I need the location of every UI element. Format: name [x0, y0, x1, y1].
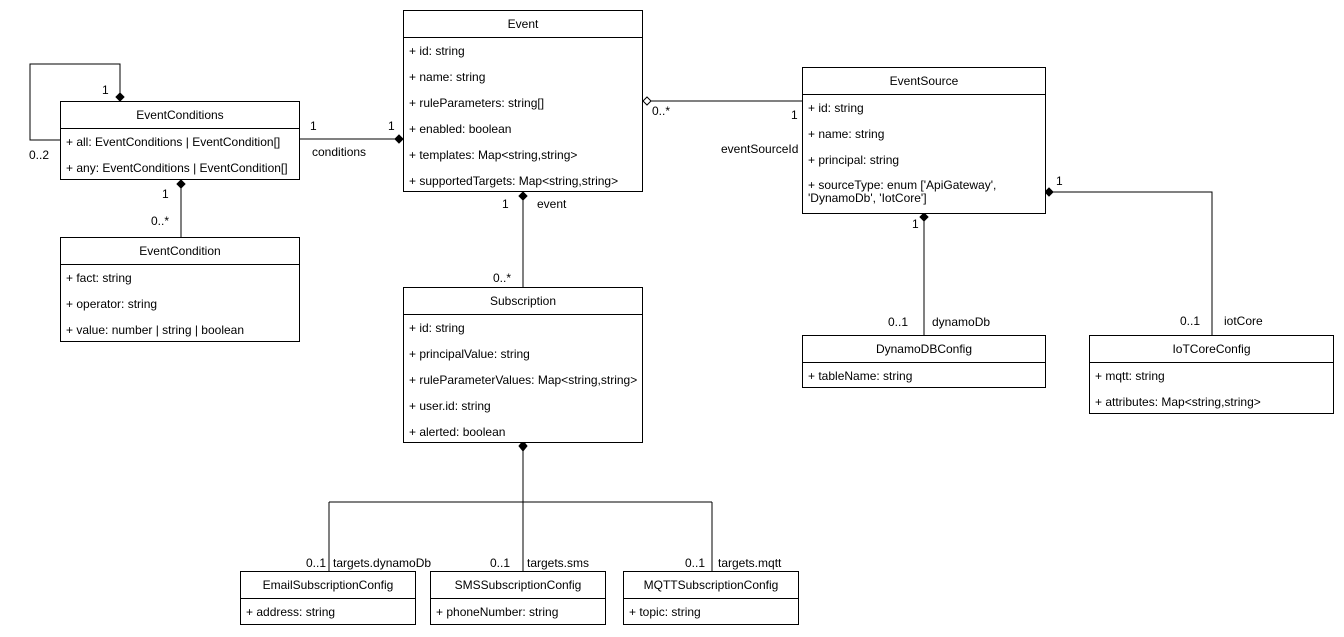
self-reference-mult-left: 0..2 — [29, 148, 50, 162]
conditions-mult-target: 1 — [388, 119, 395, 133]
attribute: + address: string — [246, 605, 336, 619]
attribute: + phoneNumber: string — [436, 605, 559, 619]
diamond-dynamo — [919, 212, 929, 222]
targets-mqtt-role: targets.mqtt — [718, 556, 782, 570]
class-event-conditions[interactable]: EventConditions + all: EventConditions |… — [60, 101, 300, 180]
iotcore-line — [1050, 191, 1213, 335]
event-subscription-role: event — [537, 197, 567, 211]
class-name: IoTCoreConfig — [1090, 336, 1333, 363]
class-name: EventSource — [803, 68, 1045, 95]
class-event-source[interactable]: EventSource + id: string + name: string … — [802, 67, 1046, 214]
diamond-self-reference — [115, 92, 125, 102]
targets-sms-mult: 0..1 — [490, 556, 511, 570]
attribute: + principalValue: string — [409, 347, 530, 361]
class-dynamodb-config[interactable]: DynamoDBConfig + tableName: string — [802, 335, 1046, 388]
attribute-source-type: + sourceType: enum ['ApiGateway', 'Dynam… — [808, 178, 997, 205]
class-name: EventConditions — [61, 102, 299, 129]
attribute: + supportedTargets: Map<string,string> — [409, 174, 619, 188]
class-name: EventCondition — [61, 238, 299, 265]
attribute: + tableName: string — [808, 369, 913, 383]
class-name: EmailSubscriptionConfig — [241, 572, 415, 599]
attribute: + id: string — [409, 321, 465, 335]
diamond-conditions — [394, 134, 404, 144]
self-reference-line — [29, 63, 121, 141]
diamond-condition-items — [176, 179, 186, 189]
attribute: + ruleParameterValues: Map<string,string… — [409, 373, 638, 387]
event-source-mult-event: 0..* — [652, 104, 671, 118]
attribute: + templates: Map<string,string> — [409, 148, 578, 162]
attribute: + ruleParameters: string[] — [409, 96, 545, 110]
class-mqtt-subscription-config[interactable]: MQTTSubscriptionConfig + topic: string — [623, 571, 799, 625]
class-name: DynamoDBConfig — [803, 336, 1045, 363]
targets-mqtt-mult: 0..1 — [685, 556, 706, 570]
attribute: + fact: string — [66, 271, 132, 285]
targets-email-mult: 0..1 — [306, 556, 327, 570]
attribute: + any: EventConditions | EventCondition[… — [66, 161, 288, 175]
iotcore-mult-bottom: 0..1 — [1180, 314, 1201, 328]
class-sms-subscription-config[interactable]: SMSSubscriptionConfig + phoneNumber: str… — [430, 571, 606, 625]
iotcore-mult-top: 1 — [1056, 174, 1063, 188]
conditions-mult-source: 1 — [310, 119, 317, 133]
class-name: MQTTSubscriptionConfig — [624, 572, 798, 599]
targets-sms-role: targets.sms — [527, 556, 590, 570]
class-name: Subscription — [404, 288, 642, 315]
iotcore-role: iotCore — [1224, 314, 1263, 328]
dynamo-mult-top: 1 — [912, 217, 919, 231]
attribute: + all: EventConditions | EventCondition[… — [66, 135, 281, 149]
attribute: + value: number | string | boolean — [66, 323, 245, 337]
attribute: + topic: string — [629, 605, 701, 619]
dynamo-mult-bottom: 0..1 — [888, 315, 909, 329]
event-subscription-mult-top: 1 — [502, 197, 509, 211]
attribute: + id: string — [808, 101, 864, 115]
class-subscription[interactable]: Subscription + id: string + principalVal… — [403, 287, 643, 443]
diamond-event-subscription — [518, 191, 528, 201]
attribute: + operator: string — [66, 297, 158, 311]
condition-items-mult-top: 1 — [162, 187, 169, 201]
class-event-condition[interactable]: EventCondition + fact: string + operator… — [60, 237, 300, 342]
attribute: + name: string — [409, 70, 486, 84]
attribute: + attributes: Map<string,string> — [1095, 395, 1261, 409]
diamond-event-source — [642, 96, 652, 106]
class-email-subscription-config[interactable]: EmailSubscriptionConfig + address: strin… — [240, 571, 416, 625]
attribute: + user.id: string — [409, 399, 491, 413]
attribute: + mqtt: string — [1095, 369, 1165, 383]
class-name: Event — [404, 11, 642, 38]
diamond-targets — [518, 440, 528, 452]
targets-email-role: targets.dynamoDb — [333, 556, 432, 570]
class-iotcore-config[interactable]: IoTCoreConfig + mqtt: string + attribute… — [1089, 335, 1334, 414]
class-event[interactable]: Event + id: string + name: string + rule… — [403, 10, 643, 192]
attribute: + name: string — [808, 127, 885, 141]
diamond-iotcore — [1044, 187, 1054, 197]
self-reference-mult-top: 1 — [102, 83, 109, 97]
attribute: + id: string — [409, 44, 465, 58]
event-source-role: eventSourceId — [721, 142, 799, 156]
attribute: + principal: string — [808, 153, 900, 167]
attribute: + alerted: boolean — [409, 425, 506, 439]
attribute: + enabled: boolean — [409, 122, 512, 136]
conditions-role: conditions — [312, 145, 367, 159]
event-source-mult-source: 1 — [791, 108, 798, 122]
dynamo-role: dynamoDb — [932, 315, 991, 329]
class-name: SMSSubscriptionConfig — [431, 572, 605, 599]
condition-items-mult-bottom: 0..* — [151, 214, 170, 228]
event-subscription-mult-bottom: 0..* — [493, 271, 512, 285]
targets-line — [328, 449, 713, 571]
